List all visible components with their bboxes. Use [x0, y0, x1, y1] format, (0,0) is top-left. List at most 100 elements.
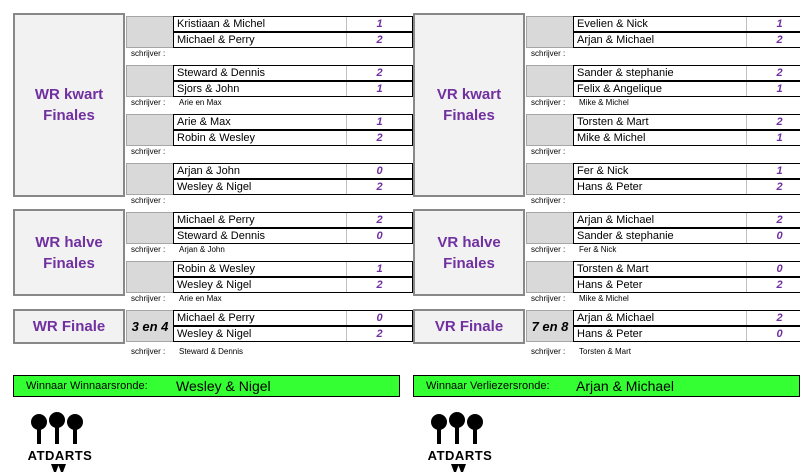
match-cell	[126, 114, 174, 146]
logo-text: ATDARTS	[27, 448, 93, 463]
schrijver-value: Arie en Max	[179, 294, 222, 303]
team-name: Fer & Nick	[574, 164, 747, 178]
team-score: 1	[776, 165, 783, 177]
score-row[interactable]: Fer & Nick 1	[573, 163, 800, 179]
score-row[interactable]: Sander & stephanie 0	[573, 228, 800, 244]
team-score: 0	[776, 230, 783, 242]
match-cell	[526, 212, 574, 244]
team-name: Wesley & Nigel	[174, 278, 347, 292]
schrijver-line: schrijver :	[531, 147, 579, 157]
team-score: 2	[376, 34, 383, 46]
match-cell	[126, 65, 174, 97]
schrijver-line: schrijver :	[531, 196, 579, 206]
team-name: Wesley & Nigel	[174, 327, 347, 341]
match-cell	[526, 261, 574, 293]
schrijver-label: schrijver :	[131, 147, 166, 156]
team-name: Hans & Peter	[574, 327, 747, 341]
schrijver-label: schrijver :	[131, 294, 166, 303]
schrijver-line: schrijver :	[531, 49, 579, 59]
team-name: Sander & stephanie	[574, 229, 747, 243]
schrijver-label: schrijver :	[131, 245, 166, 254]
match-cell	[526, 114, 574, 146]
team-name: Steward & Dennis	[174, 229, 347, 243]
round-label: VR kwart Finales	[436, 86, 502, 124]
left-kwart-finales-box: WR kwart Finales	[13, 13, 125, 197]
score-row[interactable]: Torsten & Mart 2	[573, 114, 800, 130]
team-name: Torsten & Mart	[574, 115, 747, 129]
schrijver-line: schrijver :Mike & Michel	[531, 98, 629, 108]
team-name: Felix & Angelique	[574, 82, 747, 96]
left-winner-bar: Winnaar Winnaarsronde:Wesley & Nigel	[13, 375, 400, 397]
schrijver-label: schrijver :	[131, 49, 166, 58]
left-halve-finales-box: WR halve Finales	[13, 209, 125, 296]
match-cell	[126, 212, 174, 244]
team-score: 2	[776, 34, 783, 46]
match-cell	[526, 163, 574, 195]
score-row[interactable]: Arjan & Michael 2	[573, 32, 800, 48]
schrijver-line: schrijver :Arie en Max	[131, 98, 222, 108]
schrijver-line: schrijver :Mike & Michel	[531, 294, 629, 304]
team-name: Arjan & Michael	[574, 33, 747, 47]
team-score: 1	[376, 18, 383, 30]
round-label: WR kwart Finales	[34, 86, 104, 124]
schrijver-value: Fer & Nick	[579, 245, 617, 254]
schrijver-label: schrijver :	[531, 147, 566, 156]
team-score: 1	[776, 18, 783, 30]
round-label: VR Finale	[434, 318, 504, 335]
schrijver-label: schrijver :	[131, 196, 166, 205]
winner-label: Winnaar Winnaarsronde:	[26, 380, 148, 392]
team-score: 2	[776, 214, 783, 226]
schrijver-label: schrijver :	[131, 98, 166, 107]
team-score: 2	[776, 67, 783, 79]
team-name: Hans & Peter	[574, 278, 747, 292]
score-row[interactable]: Felix & Angelique 1	[573, 81, 800, 97]
schrijver-line: schrijver :	[131, 49, 179, 59]
team-score: 0	[776, 263, 783, 275]
round-label: VR halve Finales	[437, 233, 501, 272]
team-score: 2	[376, 132, 383, 144]
score-row[interactable]: Wesley & Nigel 2	[173, 326, 413, 342]
score-row[interactable]: Wesley & Nigel 2	[173, 277, 413, 293]
schrijver-value: Mike & Michel	[579, 294, 629, 303]
team-score: 2	[376, 328, 383, 340]
schrijver-label: schrijver :	[531, 49, 566, 58]
winner-value: Arjan & Michael	[576, 378, 675, 394]
seed-cell: 3 en 4	[126, 310, 174, 342]
team-score: 1	[376, 83, 383, 95]
team-score: 0	[376, 230, 383, 242]
team-score: 1	[376, 116, 383, 128]
team-score: 2	[376, 214, 383, 226]
team-score: 0	[376, 165, 383, 177]
team-score: 1	[776, 83, 783, 95]
schrijver-line: schrijver :	[131, 147, 179, 157]
team-score: 1	[776, 132, 783, 144]
right-winner-bar: Winnaar Verliezersronde:Arjan & Michael	[413, 375, 800, 397]
team-score: 2	[376, 279, 383, 291]
team-score: 1	[376, 263, 383, 275]
team-name: Arie & Max	[174, 115, 347, 129]
score-row[interactable]: Arie & Max 1	[173, 114, 413, 130]
score-row[interactable]: Steward & Dennis 0	[173, 228, 413, 244]
match-cell	[526, 65, 574, 97]
match-cell	[126, 16, 174, 48]
team-score: 2	[776, 116, 783, 128]
